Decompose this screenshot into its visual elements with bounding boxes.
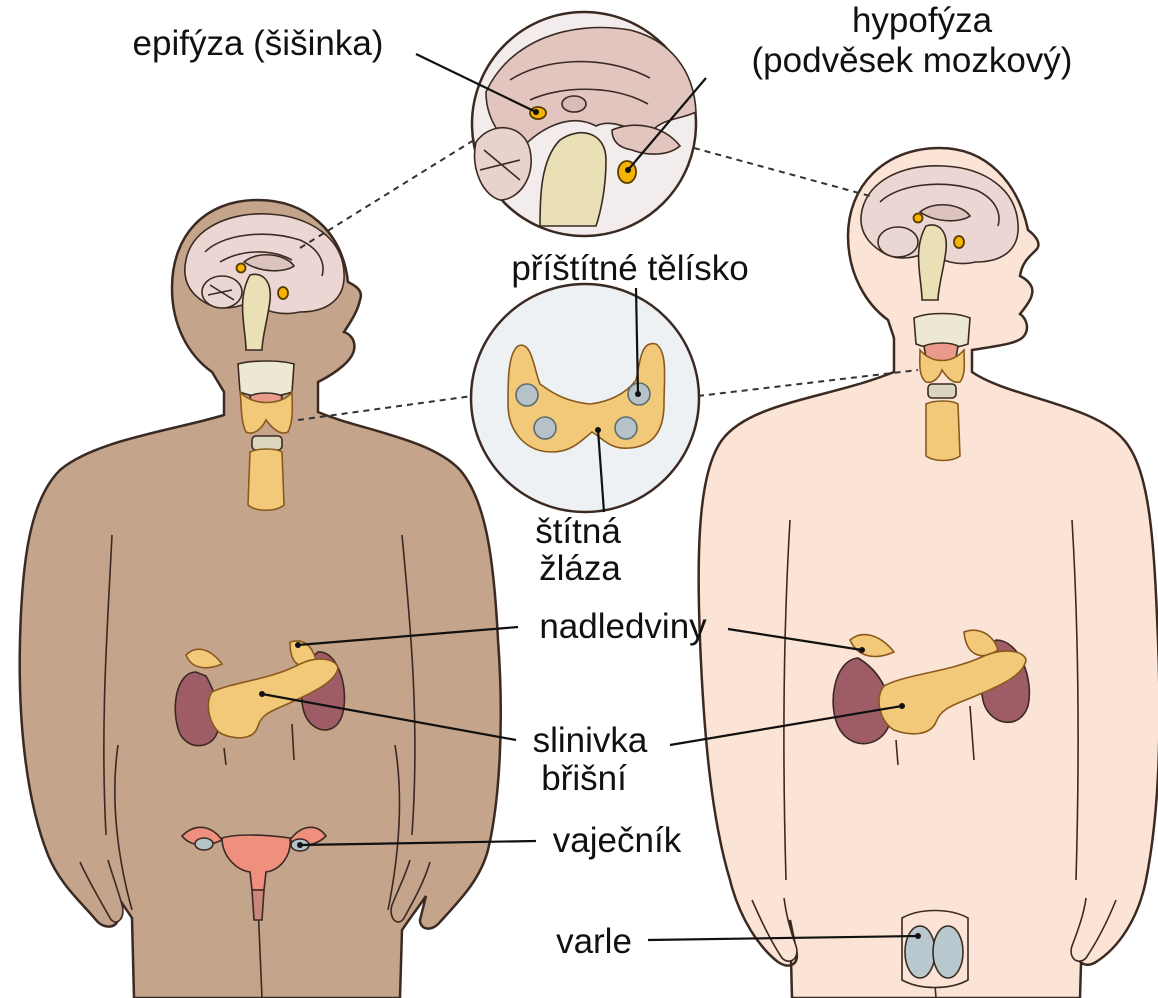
label-ovary: vaječník (553, 821, 682, 860)
label-thyroid-line1: štítná (535, 512, 621, 551)
parathyroid-node-2 (534, 417, 556, 439)
label-pineal: epifýza (šišinka) (133, 24, 384, 63)
male-testes (902, 911, 968, 988)
label-parathyroid: příštítné tělísko (511, 249, 748, 288)
male-pineal-dot (914, 214, 923, 223)
male-pituitary-dot (954, 236, 964, 248)
label-pituitary-line2: (podvěsek mozkový) (752, 41, 1073, 80)
female-figure (20, 200, 501, 998)
label-adrenal: nadledviny (539, 607, 707, 646)
parathyroid-node-1 (516, 384, 538, 406)
male-right-testis (933, 926, 963, 978)
female-pineal-dot (237, 264, 246, 273)
label-pancreas-line2: břišní (541, 759, 627, 798)
male-figure (699, 148, 1158, 998)
parathyroid-node-4 (615, 417, 637, 439)
label-testis: varle (556, 922, 632, 961)
label-thyroid-line2: žláza (539, 549, 621, 588)
female-pituitary-dot (278, 287, 288, 299)
label-pituitary-line1: hypofýza (852, 1, 993, 40)
female-left-ovary (195, 838, 213, 850)
label-pancreas-line1: slinivka (533, 721, 648, 760)
